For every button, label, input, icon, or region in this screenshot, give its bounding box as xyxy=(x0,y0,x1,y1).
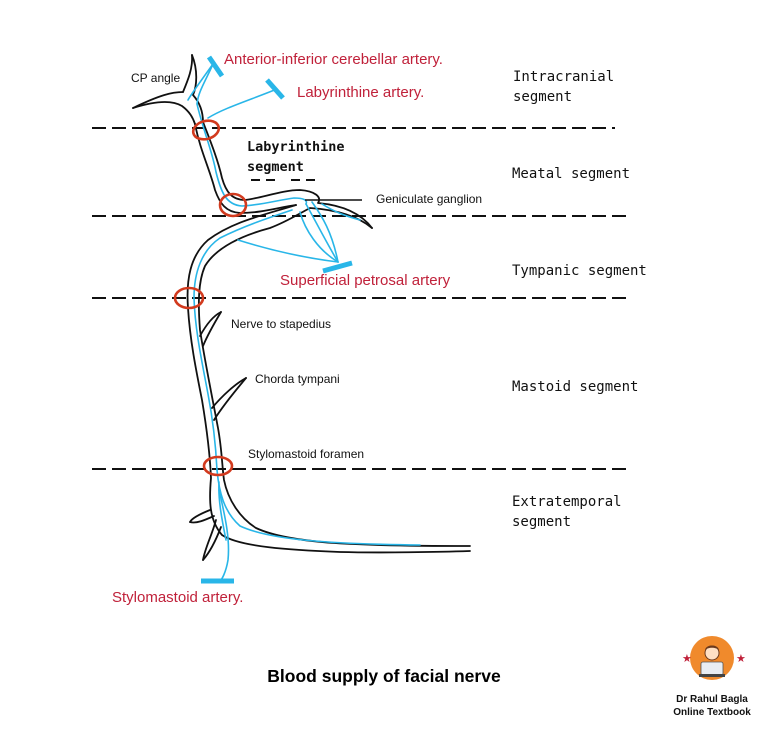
aica-stub xyxy=(206,55,225,78)
aica-branch xyxy=(196,63,214,105)
labyrinthine-stub xyxy=(265,78,285,100)
ring-tympanic xyxy=(173,286,205,310)
stylomastoid-artery-label: Stylomastoid artery. xyxy=(112,589,244,606)
doctor-avatar-icon xyxy=(690,636,734,680)
segment-boundaries xyxy=(92,127,632,470)
stylomastoid-branch xyxy=(218,489,230,583)
star-icon: ★ xyxy=(736,653,746,665)
ring-stylomastoid xyxy=(202,455,234,477)
petrosal-branches xyxy=(305,203,339,263)
logo-name: Dr Rahul Bagla xyxy=(676,694,748,705)
intracranial-segment-label: Intracranial segment xyxy=(513,69,615,106)
meatal-segment-label: Meatal segment xyxy=(512,166,631,182)
segment-rings xyxy=(173,119,248,477)
ring-meatal-foramen xyxy=(218,192,248,218)
chorda-tympani-label: Chorda tympani xyxy=(255,372,340,386)
labyrinthine-artery-label: Labyrinthine artery. xyxy=(297,84,425,101)
mastoid-segment-label: Mastoid segment xyxy=(512,379,639,395)
petrosal-stub xyxy=(322,260,353,274)
vascular-supply xyxy=(187,63,421,583)
artery-stubs xyxy=(201,55,353,584)
nerve-to-stapedius-label: Nerve to stapedius xyxy=(231,317,332,331)
brand-logo: ★ ★ Dr Rahul Bagla Online Textbook xyxy=(664,634,760,724)
logo-subtitle: Online Textbook xyxy=(673,707,751,718)
cp-angle-label: CP angle xyxy=(131,71,181,85)
superficial-petrosal-artery-label: Superficial petrosal artery xyxy=(280,272,451,289)
tympanic-segment-label: Tympanic segment xyxy=(512,263,647,279)
labyrinthine-branch xyxy=(207,88,278,119)
extratemporal-segment-label: Extratemporal segment xyxy=(512,494,622,531)
star-icon: ★ xyxy=(682,653,692,665)
labyrinthine-segment-label: Labyrinthine segment xyxy=(247,139,345,175)
stylomastoid-foramen-label: Stylomastoid foramen xyxy=(248,447,365,461)
ring-porus xyxy=(191,119,221,141)
facial-nerve-outline xyxy=(132,54,471,561)
aica-label: Anterior-inferior cerebellar artery. xyxy=(224,51,443,68)
figure-caption: Blood supply of facial nerve xyxy=(267,666,501,686)
geniculate-ganglion-label: Geniculate ganglion xyxy=(376,192,483,206)
